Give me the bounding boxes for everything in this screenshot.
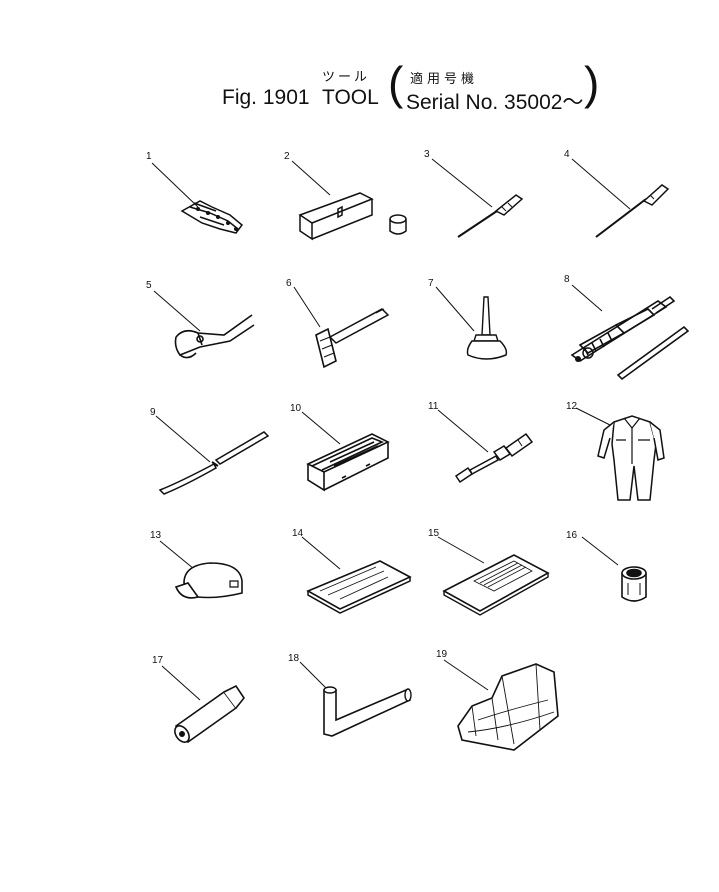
title-english: TOOL [322,86,379,109]
tool-item-9: 9 [140,400,290,510]
tool-item-10: 10 [280,400,430,510]
tool-item-7: 7 [418,275,568,385]
item-number: 4 [564,149,570,160]
l-wrench-icon [280,650,430,760]
socket-extension-icon [140,650,290,760]
serial-number-range: Serial No. 35002～ [406,91,584,114]
item-number: 13 [150,530,162,541]
screwdriver-icon [418,145,568,255]
screwdriver-icon [558,145,708,255]
parts-list-icon [418,525,568,635]
tool-item-14: 14 [280,525,430,635]
manual-icon [280,525,430,635]
paren-close: ) [584,57,600,109]
item-number: 17 [152,655,164,666]
item-number: 3 [424,149,430,160]
title-japanese: ツール [322,69,371,84]
pliers-icon [140,275,290,385]
tool-item-17: 17 [140,650,290,760]
item-number: 2 [284,151,290,162]
item-number: 8 [564,274,570,285]
tool-item-18: 18 [280,650,430,760]
tool-box-icon [280,145,430,255]
bar-icon [140,400,290,510]
tool-item-6: 6 [280,275,430,385]
item-number: 18 [288,653,300,664]
cover-icon [418,640,568,750]
figure-header: Fig. 1901 ツール TOOL ( 適用号機 Serial No. 350… [0,0,719,120]
item-number: 9 [150,407,156,418]
tool-item-16: 16 [558,525,708,635]
socket-icon [558,525,708,635]
figure-number: Fig. 1901 [222,86,310,109]
tool-item-3: 3 [418,145,568,255]
item-number: 16 [566,530,578,541]
tool-item-15: 15 [418,525,568,635]
tool-item-13: 13 [140,525,290,635]
item-number: 6 [286,278,292,289]
tool-item-5: 5 [140,275,290,385]
tool-case-icon [280,400,430,510]
item-number: 5 [146,280,152,291]
item-number: 10 [290,403,302,414]
tool-item-2: 2 [280,145,430,255]
oil-can-icon [418,275,568,385]
item-number: 1 [146,151,152,162]
tool-item-4: 4 [558,145,708,255]
tool-item-8: 8 [558,275,708,385]
tool-item-12: 12 [558,400,708,510]
hammer-icon [280,275,430,385]
item-number: 12 [566,401,578,412]
grease-gun-icon [558,275,708,385]
item-number: 14 [292,528,304,539]
extension-icon [418,400,568,510]
tool-item-11: 11 [418,400,568,510]
paren-open: ( [388,57,404,109]
item-number: 19 [436,649,448,660]
tool-item-1: 1 [140,145,290,255]
cap-icon [140,525,290,635]
item-number: 15 [428,528,440,539]
applicability-japanese: 適用号機 [410,71,479,86]
coveralls-icon [558,400,708,510]
item-number: 7 [428,278,434,289]
item-number: 11 [428,401,439,412]
hex-wrench-set-icon [140,145,290,255]
tool-item-19: 19 [418,640,568,750]
